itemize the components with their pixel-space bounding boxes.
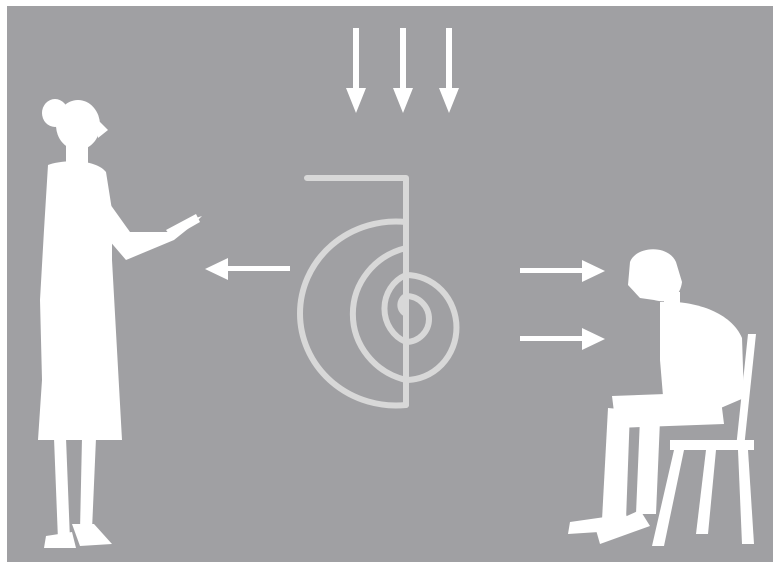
left-arrow-icon: [205, 258, 290, 280]
down-arrows-group: [346, 28, 459, 113]
symbol-spiral: [300, 222, 456, 406]
cho-ku-rei-symbol: [300, 178, 456, 405]
down-arrow-icon: [393, 28, 413, 113]
right-arrow-icon: [520, 260, 605, 282]
seated-man-silhouette: [568, 249, 744, 544]
down-arrow-icon: [346, 28, 366, 113]
right-arrow-icon: [520, 328, 605, 350]
standing-woman-silhouette: [38, 99, 202, 548]
down-arrow-icon: [439, 28, 459, 113]
